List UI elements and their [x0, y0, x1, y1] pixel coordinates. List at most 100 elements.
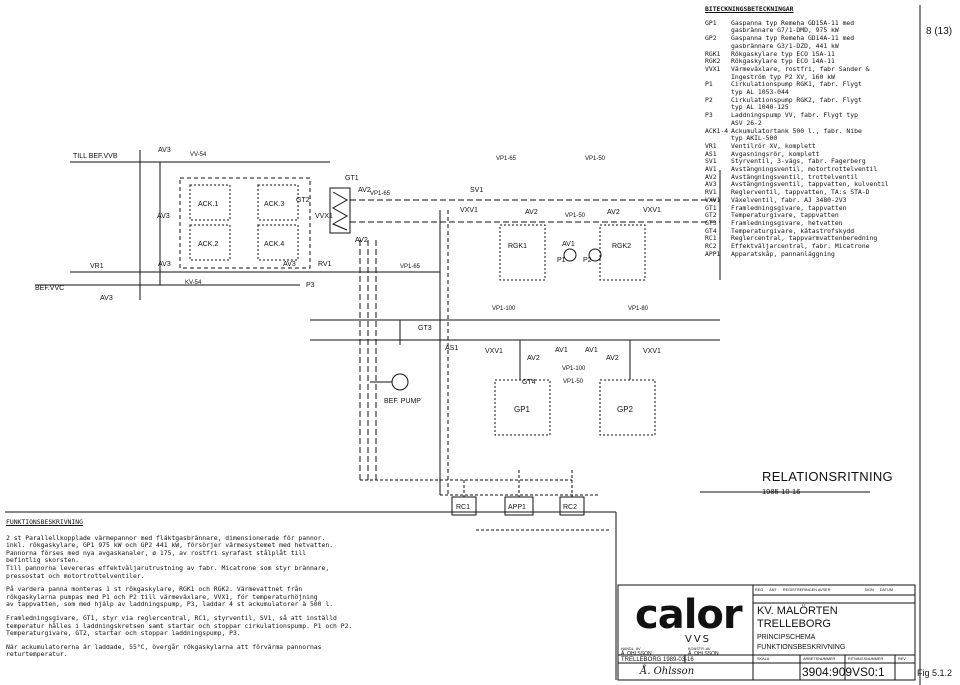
label-av2-e: AV2: [527, 355, 540, 362]
legend-description: Ventilrör XV, komplett: [731, 141, 816, 150]
label-bef-pump: BEF. PUMP: [384, 398, 421, 405]
legend-description: Effektväljarcentral, fabr. Micatrone: [731, 242, 870, 251]
arbetsnummer-label: ARBETSNUMMER: [803, 657, 836, 661]
label-av3-pump: AV3: [283, 261, 296, 268]
revision-header: REG ANT REGISTRERINGEN AVSER SIGN DATUM: [755, 588, 893, 592]
label-av2-f: AV2: [606, 355, 619, 362]
arbetsnummer: 3904:909: [802, 665, 853, 679]
legend-description: Rökgaskylare typ ECO 15A-11: [731, 49, 835, 58]
relation-date: 1985-10-16: [762, 487, 801, 496]
place-date: TRELLEBORG 1989-03-16: [621, 657, 694, 663]
label-gt2: GT2: [296, 197, 310, 204]
label-till-bef-vvb: TILL BEF.VVB: [73, 153, 118, 160]
legend-description: Gaspanna typ Remeha GD14A-11 med gasbrän…: [731, 34, 855, 50]
label-bef-vvc: BEF.VVC: [35, 285, 64, 292]
label-vxv1-d: VXV1: [643, 348, 661, 355]
relation-title: RELATIONSRITNING: [762, 469, 893, 484]
label-vr1: VR1: [90, 263, 104, 270]
legend-code: AV3: [705, 180, 717, 189]
function-description: FUNKTIONSBESKRIVNING 2 st Parallellkoppl…: [6, 518, 401, 665]
rev-label: REV: [898, 657, 906, 661]
legend-code: RGK1: [705, 49, 721, 58]
label-av3-top: AV3: [158, 147, 171, 154]
legend-description: Temperaturgivare, tappvatten: [731, 211, 839, 220]
label-vxv1-a: VXV1: [460, 207, 478, 214]
legend-description: Avstängningsventil, trottelventil: [731, 172, 858, 181]
legend-code: P1: [705, 80, 713, 89]
label-av2-a: AV2: [358, 187, 371, 194]
legend-description: Framledningsgivare, tappvatten: [731, 203, 847, 212]
function-paragraph: 2 st Parallellkopplade värmepannor med f…: [6, 533, 334, 580]
label-vp180: VP1-80: [628, 306, 649, 312]
legend-description: Ackumulatortank 500 l., fabr. Nibe typ A…: [731, 126, 862, 143]
label-p1: P1: [557, 257, 566, 264]
legend-code: GT1: [705, 203, 717, 212]
legend-code: P3: [705, 111, 713, 120]
legend-code: SV1: [705, 157, 717, 166]
ritningsnummer: VS0:1: [852, 665, 885, 679]
location-line2: TRELLEBORG: [757, 618, 831, 630]
label-vv54: VV-54: [190, 152, 207, 158]
page-number: 8 (13): [926, 26, 953, 37]
legend-code: AV1: [705, 165, 717, 174]
legend-code: GT4: [705, 226, 717, 235]
logo-word: calor: [635, 592, 743, 638]
label-gt4: GT4: [522, 379, 536, 386]
label-app1: APP1: [508, 504, 526, 511]
legend-description: Växelventil, fabr. AJ 3480-2V3: [731, 195, 847, 204]
label-gp2: GP2: [617, 405, 634, 414]
legend-description: Gaspanna typ Remeha GD15A-11 med gasbrän…: [731, 18, 855, 35]
label-ack2: ACK.2: [198, 241, 218, 248]
label-vp1100-a: VP1-100: [492, 306, 516, 312]
label-av2-d: AV2: [607, 209, 620, 216]
label-av1-c: AV1: [585, 347, 598, 354]
label-rc1: RC1: [456, 504, 470, 511]
legend-row: P3 Laddningspump VV, fabr. Flygt typ ASV …: [705, 111, 920, 127]
label-vp150-b: VP1-50: [565, 213, 586, 219]
label-ack4: ACK.4: [264, 241, 284, 248]
label-vp165-a: VP1-65: [370, 191, 391, 197]
legend-description: Cirkulationspump RGK2, fabr. Flygt typ A…: [731, 95, 862, 112]
company-logo: calor VVS: [625, 590, 750, 652]
function-paragraph: På vardera panna monteras 1 st rökgaskyl…: [6, 585, 334, 609]
ritningsnummer-label: RITNINGSNUMMER: [848, 657, 884, 661]
legend-code: ACK1-4: [705, 126, 729, 135]
label-sv1: SV1: [470, 187, 483, 194]
function-paragraph: När ackumulatorerna är laddade, 55°C, öv…: [6, 642, 322, 659]
label-vvx1-left: VVX1: [315, 213, 333, 220]
label-av2-c: AV2: [525, 209, 538, 216]
label-av3-low: AV3: [158, 261, 171, 268]
legend-title: BITECKNINGSBETECKNINGAR: [705, 5, 794, 13]
label-rgk1: RGK1: [508, 243, 527, 250]
legend-code: VR1: [705, 141, 717, 150]
label-av2-b: AV2: [355, 237, 368, 244]
label-ack1: ACK.1: [198, 201, 218, 208]
drawing-line1: PRINCIPSCHEMA: [757, 634, 816, 641]
legend-row: RGK1 Rökgaskylare typ ECO 15A-11: [705, 49, 920, 59]
label-gp1: GP1: [514, 405, 531, 414]
rev-col-ant: ANT: [769, 588, 777, 592]
legend-row: GT1 Framledningsgivare, tappvatten: [705, 203, 920, 213]
label-av3-mid: AV3: [157, 213, 170, 220]
legend-description: Värmeväxlare, rostfri, fabr Sander & Ing…: [731, 64, 870, 81]
legend-code: P2: [705, 95, 713, 104]
legend-description: Laddningspump VV, fabr. Flygt typ ASV 26…: [731, 111, 858, 127]
scale-label: SKALA: [757, 657, 770, 661]
function-title: FUNKTIONSBESKRIVNING: [6, 518, 83, 526]
label-rgk2: RGK2: [612, 243, 631, 250]
label-av3-bottom: AV3: [100, 295, 113, 302]
legend-description: Styrventil, 3-vägs, fabr. Fagerberg: [731, 157, 866, 166]
